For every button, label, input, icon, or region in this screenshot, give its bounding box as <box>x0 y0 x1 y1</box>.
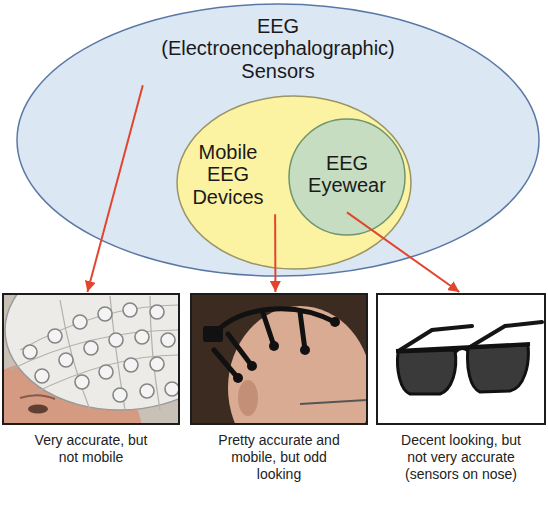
right-lens <box>468 345 529 392</box>
electrode <box>161 333 175 347</box>
sensor <box>247 361 257 371</box>
text-holder: Mobile EEG Devices <box>183 141 273 208</box>
electrode <box>140 384 154 398</box>
glasses-arm <box>300 400 367 404</box>
electrode <box>113 388 127 402</box>
photo-frame: Decent looking, but not very accurate (s… <box>376 293 546 425</box>
electrode <box>135 330 149 344</box>
eeg-cap <box>5 294 179 410</box>
region-label: EEG (Electroencephalographic) Sensors <box>158 15 398 82</box>
electrode <box>124 358 138 372</box>
region-label: Mobile EEG Devices <box>183 141 273 208</box>
photo-caption: Pretty accurate and mobile, but odd look… <box>214 432 344 483</box>
arrow-connector <box>274 214 276 292</box>
photo-frame: Pretty accurate and mobile, but odd look… <box>190 293 368 425</box>
photo-frame: Very accurate, but not mobile <box>2 293 180 425</box>
electrode <box>165 382 179 396</box>
electrode <box>73 315 87 329</box>
electrode <box>98 307 112 321</box>
photo-border <box>190 293 368 425</box>
electrode <box>48 329 62 343</box>
electrode <box>84 341 98 355</box>
electrode <box>59 353 73 367</box>
sensor <box>330 317 340 327</box>
photo-border <box>2 293 180 425</box>
ear <box>238 380 258 416</box>
electrode <box>99 365 113 379</box>
electrode <box>123 303 137 317</box>
inner-circle: EEG Eyewear <box>288 118 406 236</box>
photo-caption: Very accurate, but not mobile <box>26 432 156 466</box>
headset-box <box>203 326 223 342</box>
photo-background <box>377 294 545 424</box>
ellipse-shape <box>177 96 411 269</box>
headset-sensors <box>203 317 340 383</box>
text-holder: EEG (Electroencephalographic) Sensors <box>158 15 398 82</box>
electrode <box>23 345 37 359</box>
eyebrow <box>20 395 55 399</box>
ellipse-shape <box>289 119 405 235</box>
electrode <box>109 333 123 347</box>
ellipse-shape <box>17 4 539 276</box>
photo-caption: Decent looking, but not very accurate (s… <box>396 432 526 483</box>
electrode <box>35 369 49 383</box>
text-holder: Very accurate, but not mobile <box>26 432 156 466</box>
electrode <box>150 305 164 319</box>
bald-head <box>228 306 367 424</box>
glasses-bridge <box>396 344 530 352</box>
arrow-connector <box>347 212 459 292</box>
sensor <box>233 373 243 383</box>
middle-ellipse: Mobile EEG Devices EEG Eyewear <box>176 95 412 270</box>
left-lens <box>398 350 456 394</box>
arrow-connector <box>87 85 142 292</box>
cap-mesh <box>10 296 179 410</box>
outer-ellipse: EEG (Electroencephalographic) SensorsMob… <box>16 3 540 277</box>
eeg-cap-photo <box>3 294 179 424</box>
electrodes <box>23 303 179 402</box>
region-label: EEG Eyewear <box>302 152 392 197</box>
sensor <box>269 341 279 351</box>
electrode <box>150 357 164 371</box>
text-holder: Decent looking, but not very accurate (s… <box>396 432 526 483</box>
eeg-eyewear-photo <box>377 294 545 424</box>
text-holder: Pretty accurate and mobile, but odd look… <box>214 432 344 483</box>
headset-arms <box>212 309 335 378</box>
text-holder: EEG Eyewear <box>302 152 392 197</box>
photo-border <box>376 293 546 425</box>
mobile-headset-photo <box>191 294 367 424</box>
electrode <box>75 375 89 389</box>
sensor <box>300 345 310 355</box>
eye <box>28 405 48 414</box>
